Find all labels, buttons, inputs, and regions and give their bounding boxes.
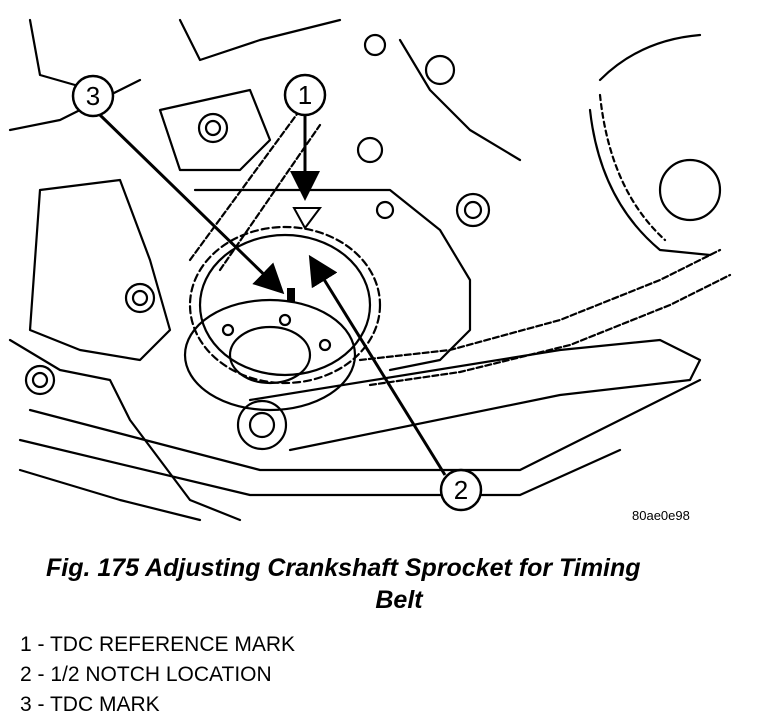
- bolt: [197, 112, 229, 144]
- block-lower: [8, 338, 242, 522]
- tdc-reference-mark: [292, 207, 322, 230]
- wrench-handle: [248, 338, 702, 452]
- timing-belt-lower: [358, 248, 722, 362]
- legend-item: 2 - 1/2 NOTCH LOCATION: [20, 663, 272, 686]
- bolt: [455, 192, 491, 228]
- cam-sprocket: [588, 33, 712, 257]
- callout-1: 1: [283, 73, 327, 117]
- upper-bracket: [158, 88, 272, 172]
- bolt: [424, 54, 456, 86]
- left-bracket: [28, 178, 172, 362]
- figure-caption: Fig. 175 Adjusting Crankshaft Sprocket f…: [0, 552, 768, 616]
- callout-2: 2: [439, 468, 483, 512]
- legend: 1 - TDC REFERENCE MARK 2 - 1/2 NOTCH LOC…: [20, 630, 295, 720]
- callout-3: 3: [71, 74, 115, 118]
- leader-2: [308, 254, 447, 476]
- legend-item: 3 - TDC MARK: [20, 693, 160, 716]
- cam-sprocket-teeth: [598, 93, 667, 242]
- legend-item: 1 - TDC REFERENCE MARK: [20, 633, 296, 656]
- timing-belt-lower-2: [368, 273, 732, 387]
- lower-housing: [28, 378, 702, 472]
- crank-sprocket: [198, 233, 372, 377]
- lower-housing-2: [18, 438, 622, 497]
- leader-3: [98, 113, 285, 295]
- svg-text:2: 2: [454, 475, 468, 505]
- svg-text:1: 1: [298, 80, 312, 110]
- crank-bolt: [236, 399, 288, 451]
- engine-illustration: 1 2 3: [8, 18, 732, 522]
- caption-line-2: Belt: [375, 586, 423, 614]
- crank-hub: [183, 298, 357, 412]
- bolt: [124, 282, 156, 314]
- svg-text:3: 3: [86, 81, 100, 111]
- bolt: [24, 364, 56, 396]
- plate-outline: [193, 188, 472, 372]
- caption-line-1: Fig. 175 Adjusting Crankshaft Sprocket f…: [46, 554, 641, 582]
- tdc-mark: [287, 288, 295, 302]
- figure-reference-id: 80ae0e98: [632, 508, 690, 523]
